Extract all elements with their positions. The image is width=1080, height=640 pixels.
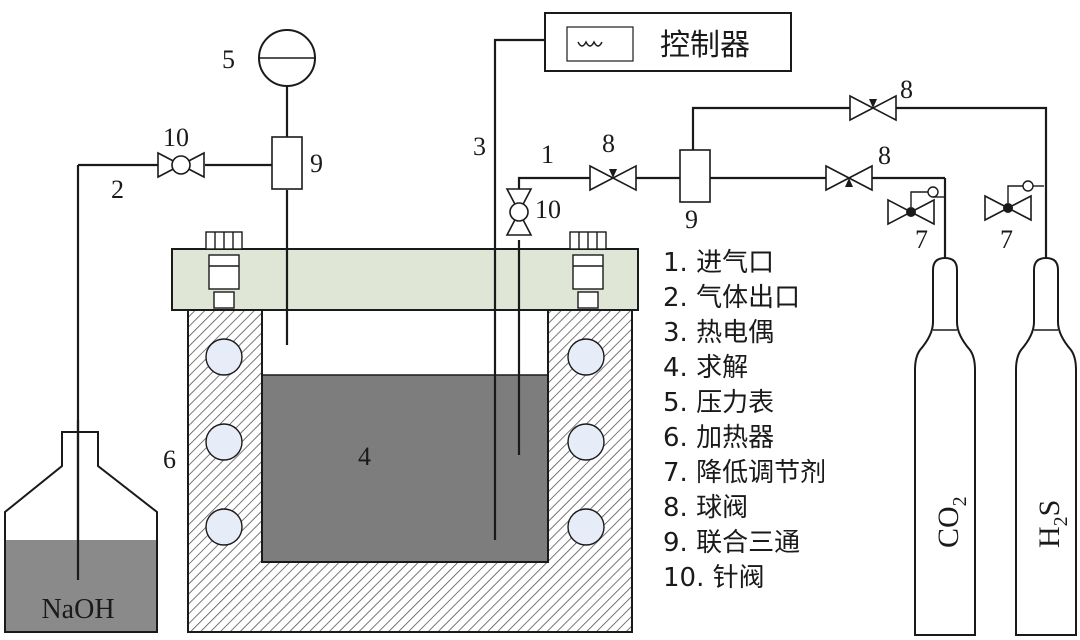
legend-item: 7. 降低调节剂 bbox=[663, 458, 826, 488]
legend-item: 10. 针阀 bbox=[663, 563, 765, 593]
controller-label: 控制器 bbox=[660, 28, 750, 63]
naoh-label: NaOH bbox=[41, 594, 114, 625]
ball-valve-icon bbox=[825, 164, 873, 192]
legend: 1. 进气口 2. 气体出口 3. 热电偶 4. 求解 5. 压力表 6. 加热… bbox=[663, 248, 826, 593]
label-8-inlet: 8 bbox=[602, 129, 615, 158]
naoh-bottle: NaOH bbox=[4, 420, 158, 633]
gas-cylinder-icon bbox=[1015, 256, 1077, 636]
needle-valve-icon bbox=[505, 188, 533, 236]
h2s-cylinder-label: H2S bbox=[1033, 500, 1072, 548]
legend-item: 2. 气体出口 bbox=[663, 283, 800, 313]
ball-valve-icon bbox=[589, 164, 637, 192]
label-7-h2s: 7 bbox=[1000, 225, 1013, 254]
solution-liquid bbox=[263, 375, 547, 561]
heater-element bbox=[567, 508, 605, 546]
legend-item: 6. 加热器 bbox=[663, 423, 774, 453]
co2-cylinder-label: CO2 bbox=[932, 496, 971, 548]
label-8-co2: 8 bbox=[878, 141, 891, 170]
heater-element bbox=[205, 338, 243, 376]
heater-element bbox=[567, 423, 605, 461]
label-10-inlet: 10 bbox=[535, 195, 561, 224]
svg-text:H2S: H2S bbox=[1033, 500, 1072, 548]
reactor bbox=[171, 231, 639, 633]
legend-item: 4. 求解 bbox=[663, 353, 748, 383]
label-7-co2: 7 bbox=[915, 225, 928, 254]
gas-cylinder-icon bbox=[914, 256, 976, 636]
pressure-gauge-icon bbox=[258, 29, 316, 87]
label-3: 3 bbox=[473, 132, 486, 161]
legend-item: 1. 进气口 bbox=[663, 248, 774, 278]
component-numbers: 5 10 9 2 3 1 8 10 9 8 8 7 7 6 4 bbox=[111, 45, 1013, 474]
regulator-icon bbox=[984, 180, 1044, 222]
label-10-outlet: 10 bbox=[163, 123, 189, 152]
label-2: 2 bbox=[111, 175, 124, 204]
label-5: 5 bbox=[222, 45, 235, 74]
controller: 控制器 bbox=[544, 12, 792, 72]
legend-item: 9. 联合三通 bbox=[663, 528, 800, 558]
lid-bolt-right bbox=[569, 231, 607, 309]
regulator-icon bbox=[887, 186, 945, 226]
legend-item: 5. 压力表 bbox=[663, 388, 774, 418]
label-1: 1 bbox=[541, 140, 554, 169]
tee-junction-icon bbox=[679, 149, 711, 203]
label-9-outlet: 9 bbox=[310, 149, 323, 178]
label-9-inlet: 9 bbox=[685, 205, 698, 234]
legend-item: 3. 热电偶 bbox=[663, 318, 774, 348]
label-4: 4 bbox=[358, 442, 371, 471]
naoh-liquid bbox=[5, 540, 157, 632]
heater-element bbox=[567, 338, 605, 376]
heater-element bbox=[205, 423, 243, 461]
tee-junction-icon bbox=[271, 136, 303, 190]
heater-elements bbox=[205, 338, 605, 546]
heater-element bbox=[205, 508, 243, 546]
svg-text:CO2: CO2 bbox=[932, 496, 971, 548]
lid-bolt-left bbox=[205, 231, 243, 309]
label-6: 6 bbox=[163, 445, 176, 474]
reactor-lid bbox=[171, 248, 639, 311]
legend-item: 8. 球阀 bbox=[663, 493, 748, 523]
ball-valve-icon bbox=[849, 94, 897, 122]
needle-valve-icon bbox=[157, 151, 205, 179]
label-8-h2s: 8 bbox=[900, 75, 913, 104]
